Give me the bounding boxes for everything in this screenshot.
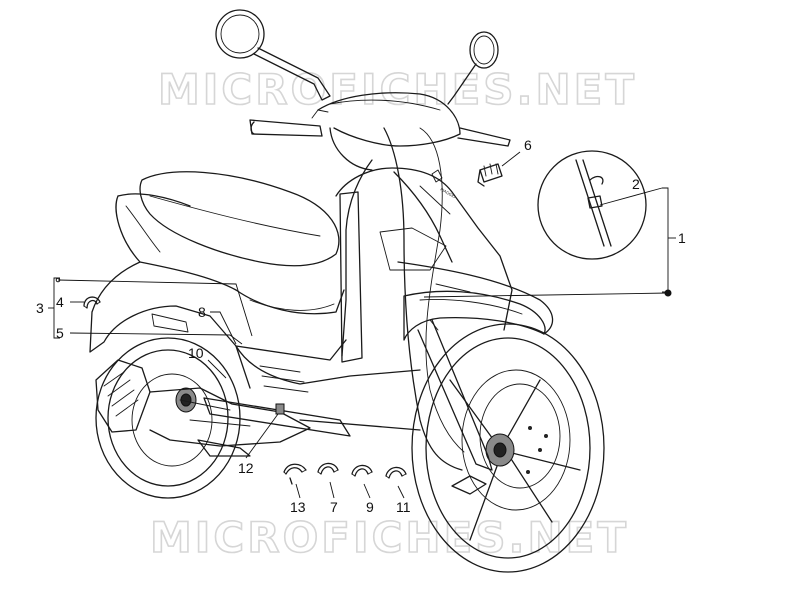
leader-lines xyxy=(48,151,676,499)
mirrors xyxy=(215,9,499,105)
scooter-illustration: PIAGGIO xyxy=(89,9,605,573)
callout-13: 13 xyxy=(290,499,306,515)
callout-7: 7 xyxy=(330,499,338,515)
callout-8: 8 xyxy=(198,304,206,320)
callout-5: 5 xyxy=(56,325,64,341)
watermark-bottom: MICROFICHES.NET xyxy=(150,513,629,562)
part-13-ring xyxy=(283,463,307,485)
callout-9: 9 xyxy=(366,499,374,515)
callout-12: 12 xyxy=(238,460,254,476)
badge-diamond xyxy=(431,169,443,183)
front-fender xyxy=(403,290,546,341)
front-body xyxy=(335,159,554,363)
callout-3: 3 xyxy=(36,300,44,316)
part-4-ring xyxy=(83,296,101,309)
part-11-ring xyxy=(385,466,407,479)
rear-body xyxy=(89,193,347,389)
callout-10: 10 xyxy=(188,345,204,361)
handlebar-cowl xyxy=(249,92,511,171)
floorboard xyxy=(203,345,421,437)
front-fork xyxy=(417,319,493,495)
brake-cable xyxy=(383,127,463,471)
detail-circle xyxy=(537,150,647,260)
part-6-clip xyxy=(477,163,503,187)
callout-labels: 1 2 3 4 5 6 7 8 9 10 11 12 13 xyxy=(36,137,686,515)
part-9-ring xyxy=(351,464,373,477)
callout-1: 1 xyxy=(678,230,686,246)
callout-2: 2 xyxy=(632,176,640,192)
callout-11: 11 xyxy=(396,499,411,515)
rear-wheel xyxy=(95,337,241,499)
callout-4: 4 xyxy=(56,294,64,310)
cable-clip xyxy=(275,403,285,415)
seat xyxy=(139,171,345,315)
watermark-top: MICROFICHES.NET xyxy=(158,65,637,114)
callout-6: 6 xyxy=(524,137,532,153)
engine-exhaust xyxy=(95,359,311,457)
speedometer-cable xyxy=(419,127,465,453)
part-7-ring xyxy=(317,462,339,475)
